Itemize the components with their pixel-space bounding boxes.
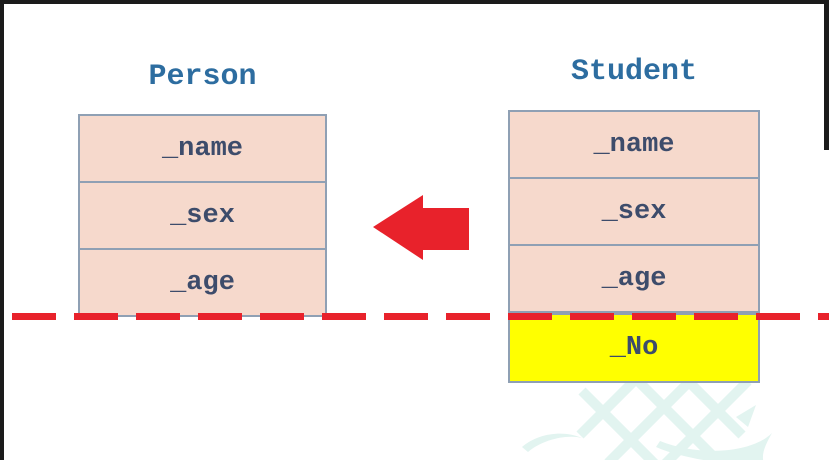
- person-field-sex: _sex: [80, 181, 325, 248]
- student-field-sex: _sex: [510, 177, 758, 244]
- student-class-box: _name _sex _age: [508, 110, 760, 313]
- person-field-name: _name: [161, 133, 243, 164]
- frame-top-border: [0, 0, 829, 4]
- left-arrow-icon: [373, 195, 469, 260]
- student-field-name: _name: [593, 129, 675, 160]
- person-class-box: _name _sex _age: [78, 114, 327, 317]
- student-class-title: Student: [570, 55, 698, 89]
- person-field-age: _age: [80, 248, 325, 315]
- frame-right-border: [824, 0, 829, 150]
- watermark-logo: [522, 383, 772, 460]
- person-class-title: Person: [148, 60, 257, 94]
- student-field-age: _age: [510, 244, 758, 311]
- frame-left-border: [0, 0, 4, 460]
- student-field-no-highlighted: _No: [508, 313, 760, 383]
- inheritance-boundary-dashed-line: [12, 313, 829, 320]
